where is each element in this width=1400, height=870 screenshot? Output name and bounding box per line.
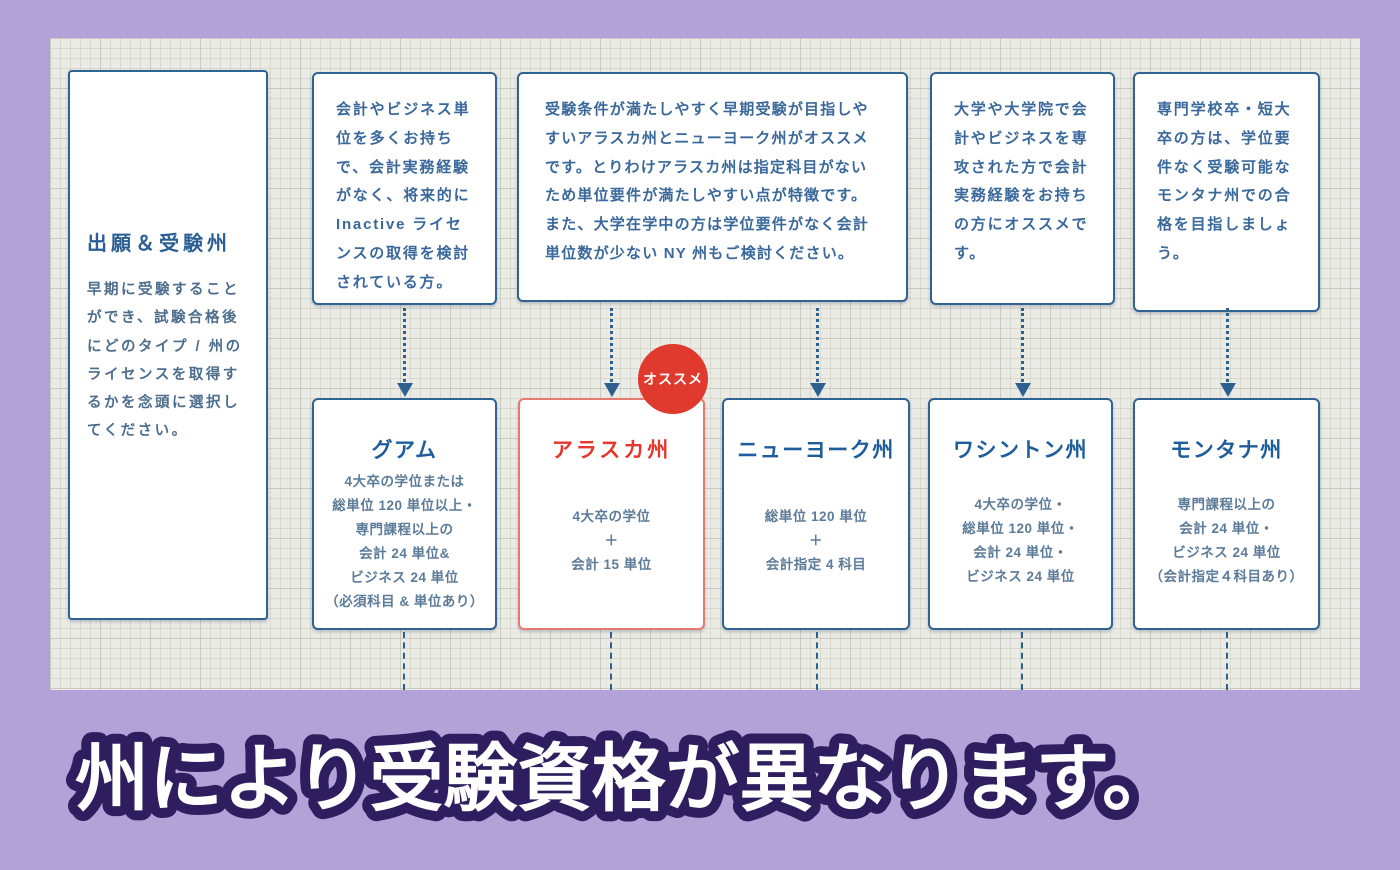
dashed-connector [816,632,818,690]
note-box-alaska-newyork: 受験条件が満たしやすく早期受験が目指しやすいアラスカ州とニューヨーク州がオススメ… [517,72,908,302]
state-title: モンタナ州 [1170,439,1283,462]
note-text: 大学や大学院で会計やビジネスを専攻された方で会計実務経験をお持ちの方にオススメで… [954,101,1089,262]
state-title: グアム [371,439,438,462]
state-requirements: 総単位 120 単位 ＋ 会計指定 4 科目 [764,508,868,572]
intro-title: 出願＆受験州 [87,233,231,255]
down-arrow-icon [1220,308,1236,397]
down-arrow-icon [604,308,620,397]
state-requirements: 4大卒の学位 ＋ 会計 15 単位 [571,508,652,572]
headline-banner: 州により受験資格が異なります。 [65,727,1186,830]
down-arrow-icon [397,308,413,397]
note-text: 会計やビジネス単位を多くお持ちで、会計実務経験がなく、将来的に Inactive… [336,101,471,291]
headline-text: 州により受験資格が異なります。 [75,737,1176,820]
state-requirements: 専門課程以上の 会計 24 単位・ ビジネス 24 単位 （会計指定４科目あり） [1149,496,1304,585]
dashed-connector [610,632,612,690]
state-requirements: 4大卒の学位または 総単位 120 単位以上・ 専門課程以上の 会計 24 単位… [325,474,484,610]
down-arrow-icon [1015,308,1031,397]
note-box-accounting-major: 大学や大学院で会計やビジネスを専攻された方で会計実務経験をお持ちの方にオススメで… [930,72,1115,305]
state-box-newyork: ニューヨーク州 総単位 120 単位 ＋ 会計指定 4 科目 [722,398,910,630]
state-title: ニューヨーク州 [737,439,895,462]
down-arrow-icon [810,308,826,397]
state-box-washington: ワシントン州 4大卒の学位・ 総単位 120 単位・ 会計 24 単位・ ビジネ… [928,398,1113,630]
dashed-connector [1021,632,1023,690]
note-box-vocational-grad: 専門学校卒・短大卒の方は、学位要件なく受験可能なモンタナ州での合格を目指しましょ… [1133,72,1320,312]
state-requirements: 4大卒の学位・ 総単位 120 単位・ 会計 24 単位・ ビジネス 24 単位 [962,496,1079,585]
dashed-connector [1226,632,1228,690]
note-box-inactive-license: 会計やビジネス単位を多くお持ちで、会計実務経験がなく、将来的に Inactive… [312,72,497,305]
osusume-badge: オススメ [638,344,708,414]
state-title: ワシントン州 [953,439,1088,462]
flowchart-panel: 出願＆受験州 早期に受験することができ、試験合格後にどのタイプ / 州のライセン… [50,38,1360,690]
state-box-alaska: アラスカ州 4大卒の学位 ＋ 会計 15 単位 [518,398,705,630]
state-box-montana: モンタナ州 専門課程以上の 会計 24 単位・ ビジネス 24 単位 （会計指定… [1133,398,1320,630]
intro-body: 早期に受験することができ、試験合格後にどのタイプ / 州のライセンスを取得するか… [87,282,243,440]
state-box-guam: グアム 4大卒の学位または 総単位 120 単位以上・ 専門課程以上の 会計 2… [312,398,497,630]
state-title: アラスカ州 [551,439,672,462]
note-text: 専門学校卒・短大卒の方は、学位要件なく受験可能なモンタナ州での合格を目指しましょ… [1157,101,1292,262]
note-text: 受験条件が満たしやすく早期受験が目指しやすいアラスカ州とニューヨーク州がオススメ… [545,101,870,262]
intro-box: 出願＆受験州 早期に受験することができ、試験合格後にどのタイプ / 州のライセン… [68,70,268,620]
dashed-connector [403,632,405,690]
